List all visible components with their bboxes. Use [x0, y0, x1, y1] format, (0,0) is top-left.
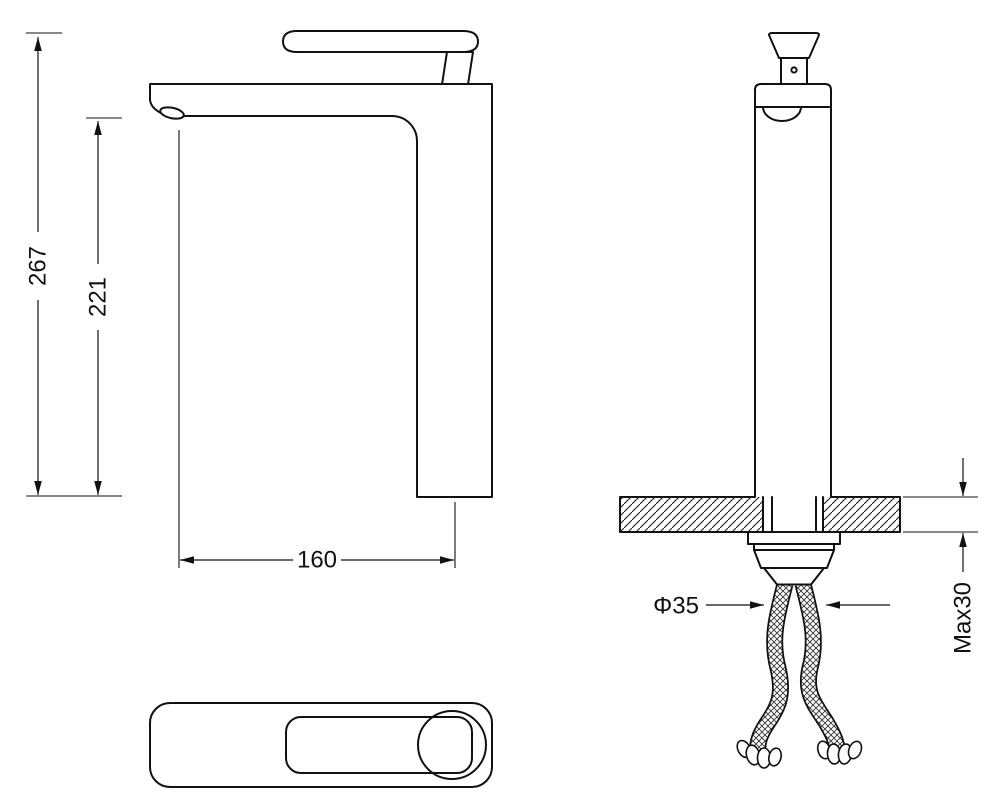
dim-label-overall-height: 267 — [25, 246, 52, 286]
countertop-hatch-right — [823, 497, 900, 532]
faucet-body-front — [754, 83, 832, 497]
countertop-hatch-left — [620, 497, 763, 532]
hose-nut-left — [736, 739, 783, 769]
aerator-side — [159, 106, 185, 120]
handle-knob-front — [768, 32, 820, 59]
supply-hose-left-braid — [751, 582, 792, 752]
dim-label-max-thickness: Max30 — [950, 582, 977, 654]
supply-hose-right-braid — [796, 582, 844, 752]
front-view-group — [619, 32, 901, 769]
dimensions-group: 267 221 160 Φ35 Max30 — [25, 32, 978, 654]
mounting-cone — [763, 567, 825, 586]
dim-label-spout-height: 221 — [85, 277, 112, 317]
countertop-outline-right — [822, 496, 901, 533]
handle-top-view-lever — [285, 716, 473, 774]
mounting-washer — [747, 531, 841, 545]
handle-top-view-outline — [149, 702, 493, 788]
faucet-body-side — [149, 83, 493, 498]
hose-nut-right — [816, 740, 863, 765]
handle-top-view-pivot — [417, 710, 487, 780]
set-screw — [790, 66, 798, 74]
supply-hoses — [749, 581, 846, 752]
handle-stem-side — [441, 51, 474, 86]
countertop-outline-left — [619, 496, 764, 533]
handle-lever-side — [282, 30, 479, 53]
dim-label-spout-reach: 160 — [297, 547, 337, 574]
mounting-nut — [753, 543, 835, 569]
top-view-group — [149, 702, 493, 788]
spout-mouth-front — [762, 106, 802, 122]
dim-label-hole-diameter: Φ35 — [653, 593, 699, 620]
side-view-group — [149, 30, 493, 498]
